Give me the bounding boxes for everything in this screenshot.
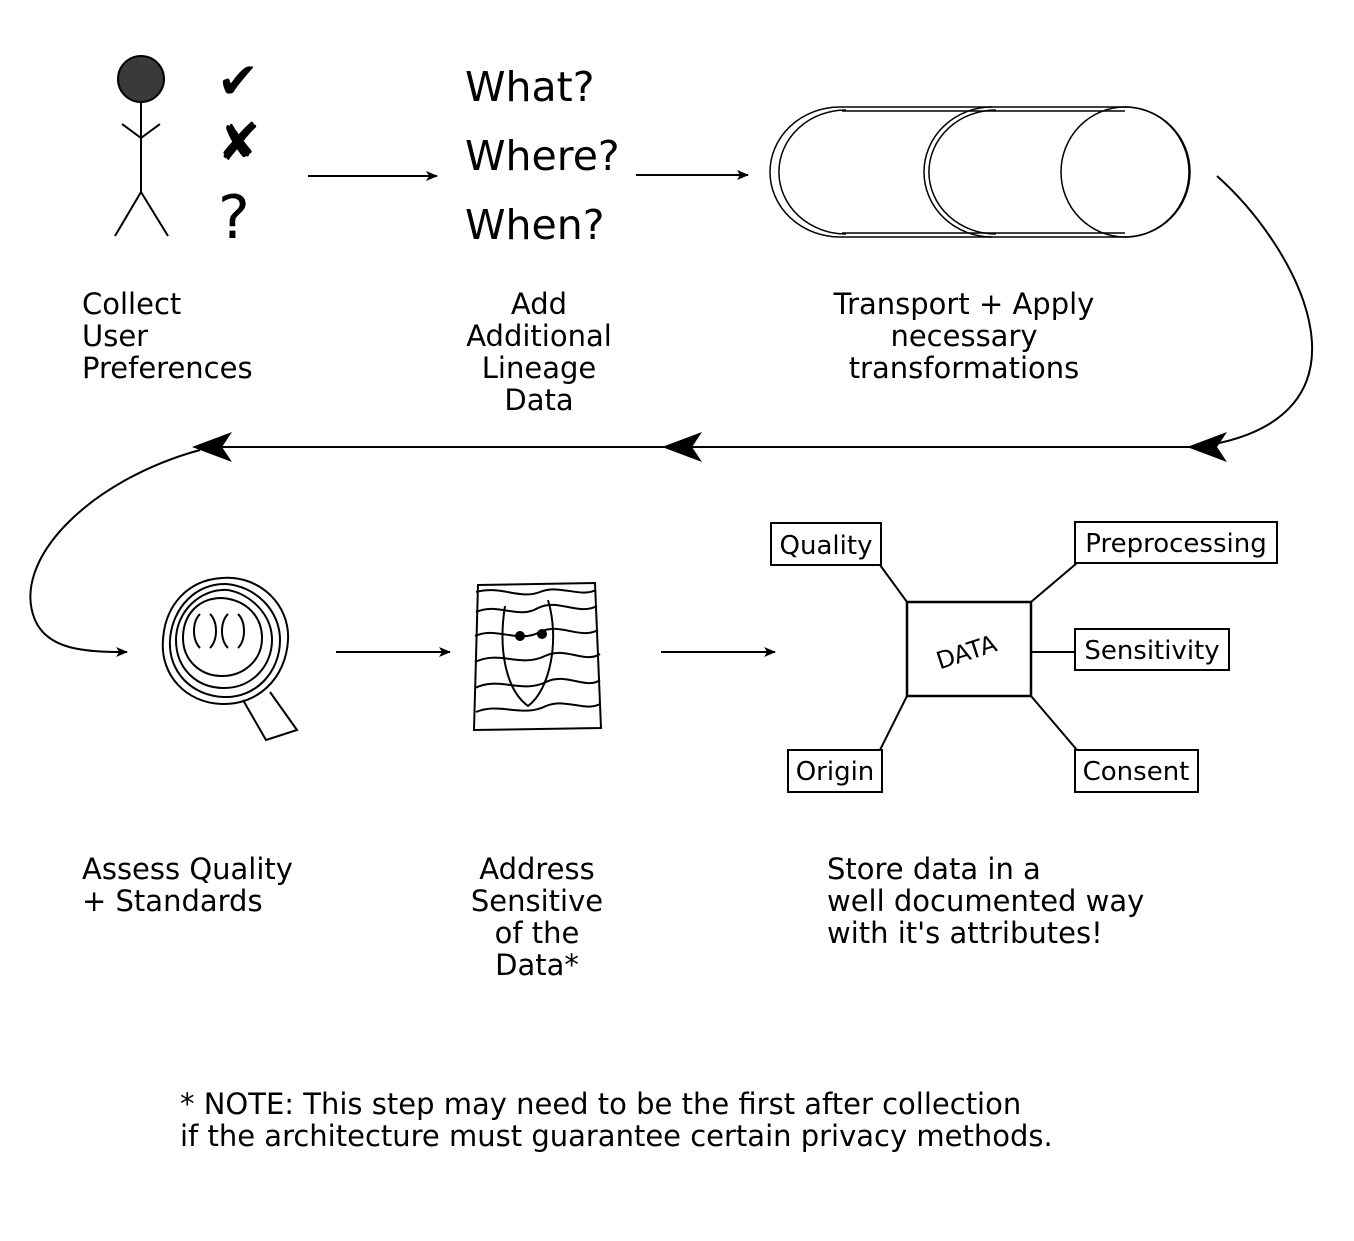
attribute-preprocessing: Preprocessing — [1085, 529, 1266, 559]
attribute-origin: Origin — [796, 757, 875, 787]
obfuscated-data-icon — [472, 581, 603, 732]
step-store-label: Store data in a well documented way with… — [827, 852, 1145, 950]
cross-icon: ✘ — [217, 113, 261, 173]
attribute-consent: Consent — [1083, 757, 1190, 787]
step-assess-label: Assess Quality + Standards — [82, 852, 293, 918]
question-what: What? — [465, 63, 595, 111]
check-icon: ✔ — [217, 52, 259, 110]
lineage-questions: What? Where? When? — [465, 63, 620, 249]
question-icon: ? — [218, 183, 250, 253]
step-transport-label: Transport + Apply necessary transformati… — [833, 287, 1095, 385]
attribute-consent-box — [1074, 749, 1199, 793]
step-collect-label: Collect User Preferences — [82, 287, 253, 385]
data-node-box — [905, 600, 1033, 698]
user-figure-icon — [114, 55, 169, 237]
arrow-return-to-assess — [29, 449, 201, 657]
attribute-origin-box — [787, 749, 883, 793]
preference-marks: ✔ ✘ ? — [217, 52, 261, 253]
transport-pipe-icon — [769, 106, 1191, 238]
attribute-sensitivity: Sensitivity — [1084, 636, 1219, 666]
return-line — [192, 432, 1227, 462]
question-when: When? — [465, 201, 605, 249]
question-where: Where? — [465, 132, 620, 180]
attribute-sensitivity-box — [1074, 628, 1230, 671]
footnote: * NOTE: This step may need to be the fir… — [180, 1087, 1053, 1153]
data-attribute-graph: DATA Quality Preprocessing Sensitivity O… — [770, 521, 1278, 793]
arrow-transport-to-return — [1196, 175, 1314, 451]
magnifier-icon — [161, 576, 299, 742]
attribute-quality-box — [770, 522, 882, 566]
attribute-quality: Quality — [780, 531, 873, 561]
step-lineage-label: Add Additional Lineage Data — [466, 287, 612, 417]
attribute-preprocessing-box — [1074, 521, 1278, 564]
step-sensitive-label: Address Sensitive of the Data* — [470, 852, 604, 982]
